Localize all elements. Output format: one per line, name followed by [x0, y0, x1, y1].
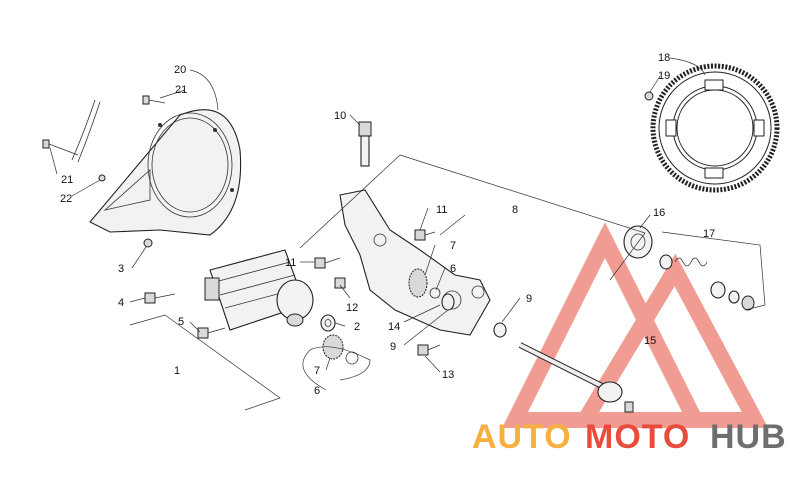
part-13-bolt [417, 344, 441, 356]
callout-7-upper: 7 [450, 240, 456, 252]
callout-16: 16 [653, 207, 665, 219]
cable [71, 99, 96, 161]
part-15-shaft [518, 342, 634, 413]
part-19-screw [644, 91, 654, 101]
callout-19: 19 [658, 70, 670, 82]
callout-9-left: 9 [390, 341, 396, 353]
callout-4: 4 [118, 297, 124, 309]
part-5-bolt [197, 327, 226, 339]
part-11-bolt-left [314, 257, 341, 269]
callout-6-lower: 6 [314, 385, 320, 397]
callout-11-right: 11 [436, 204, 447, 216]
part-2-bushing [320, 314, 336, 332]
callout-1: 1 [174, 365, 180, 377]
watermark-moto: MOTO [585, 418, 690, 456]
part-21-bolt-lower [42, 139, 79, 156]
watermark-text: AUTO MOTO HUB [472, 418, 787, 456]
callout-15: 15 [644, 335, 656, 347]
part-11-bolt-right [414, 229, 436, 241]
part-3-nut [143, 238, 153, 248]
part-22-washer [98, 174, 106, 182]
callout-8: 8 [512, 204, 518, 216]
callout-17: 17 [703, 228, 715, 240]
part-4-bolt [144, 292, 176, 304]
watermark-hub: HUB [710, 418, 787, 456]
part-10-long-bolt [358, 121, 372, 167]
part-7-gear-upper [408, 268, 428, 298]
callout-7-lower: 7 [314, 365, 320, 377]
callout-21-lower: 21 [61, 174, 73, 186]
group-lines [129, 154, 766, 411]
callout-22: 22 [60, 193, 72, 205]
callout-12: 12 [346, 302, 358, 314]
part-1-starter-motor [204, 249, 314, 331]
callout-3: 3 [118, 263, 124, 275]
callout-5: 5 [178, 316, 184, 328]
callout-18: 18 [658, 52, 670, 64]
part-6-ring-upper [429, 287, 441, 299]
callout-13: 13 [442, 369, 454, 381]
callout-11-left: 11 [285, 257, 296, 269]
callouts: 20 21 21 22 10 8 11 11 7 6 12 2 14 9 9 1… [60, 52, 715, 397]
callout-14: 14 [388, 321, 400, 333]
watermark-auto: AUTO [472, 418, 572, 456]
callout-21-upper: 21 [175, 84, 187, 96]
part-12-bolt [334, 277, 346, 289]
part-17-spring-assembly [659, 254, 755, 311]
part-21-bolt-upper [142, 95, 166, 105]
watermark-logo [502, 222, 769, 428]
callout-6-upper: 6 [450, 263, 456, 275]
callout-10: 10 [334, 110, 346, 122]
part-9-washer-right [493, 322, 507, 338]
part-20-guard-plate [89, 109, 242, 236]
callout-20: 20 [174, 64, 186, 76]
part-18-ring-gear [650, 63, 780, 193]
part-9-washer-left [441, 293, 455, 311]
callout-9-right: 9 [526, 293, 532, 305]
callout-2: 2 [354, 321, 360, 333]
leader-lines [49, 57, 706, 391]
part-14-bracket [339, 189, 491, 336]
